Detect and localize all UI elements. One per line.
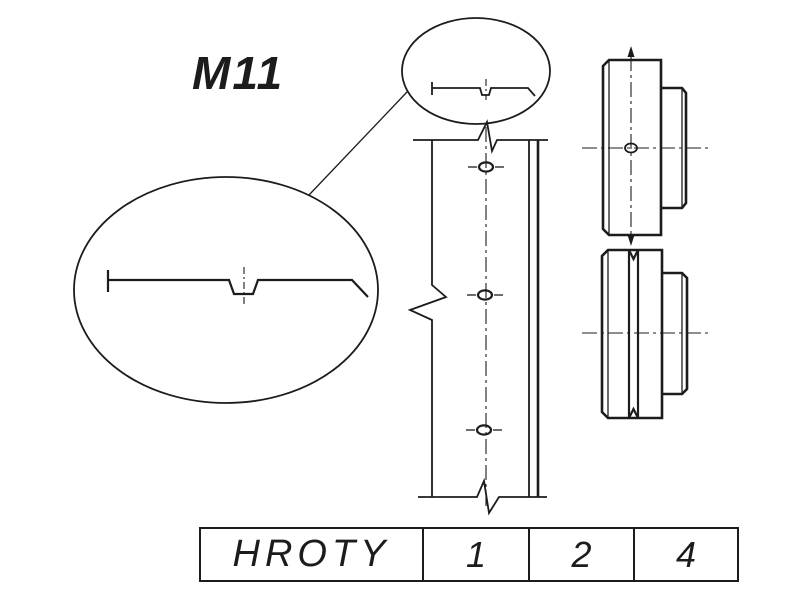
leader-line (308, 91, 408, 196)
detail-view-small (401, 17, 551, 125)
groove-notch-top (628, 249, 639, 262)
callout-ellipse-large (73, 176, 379, 404)
hole-outline (477, 161, 495, 173)
hole-outline (476, 289, 494, 301)
detail-view-large (73, 176, 379, 404)
rail-bottom-edge-with-break (418, 477, 547, 516)
callout-ellipse-small (401, 17, 551, 125)
rail-hole (466, 424, 502, 436)
axis-arrow-down-icon (627, 235, 635, 246)
rail-front-view (407, 119, 548, 516)
hole-outline (475, 424, 493, 436)
roller-hub-outline (662, 271, 689, 396)
rail-hole (468, 161, 504, 173)
table-value-cell: 1 (422, 529, 528, 580)
profile-outline-small (432, 87, 536, 97)
roller-body-outline (600, 248, 664, 420)
roller-bottom-side-view (582, 248, 712, 420)
part-label: M11 (192, 47, 285, 99)
groove-notch-bottom (628, 406, 639, 419)
roller-center-hole (624, 142, 638, 154)
rail-hole (467, 289, 503, 301)
table-value-cell: 4 (633, 529, 737, 580)
table-header-cell: HROTY (232, 533, 391, 575)
roller-top-side-view (582, 46, 710, 246)
rail-left-edge-with-break (407, 140, 448, 497)
profile-outline-large (108, 278, 369, 298)
roller-hub-outline (661, 86, 688, 210)
rail-top-edge-with-break (413, 119, 548, 155)
axis-arrow-up-icon (627, 46, 635, 57)
spikes-table: HROTY 1 2 4 (199, 527, 739, 582)
table-value-cell: 2 (528, 529, 633, 580)
